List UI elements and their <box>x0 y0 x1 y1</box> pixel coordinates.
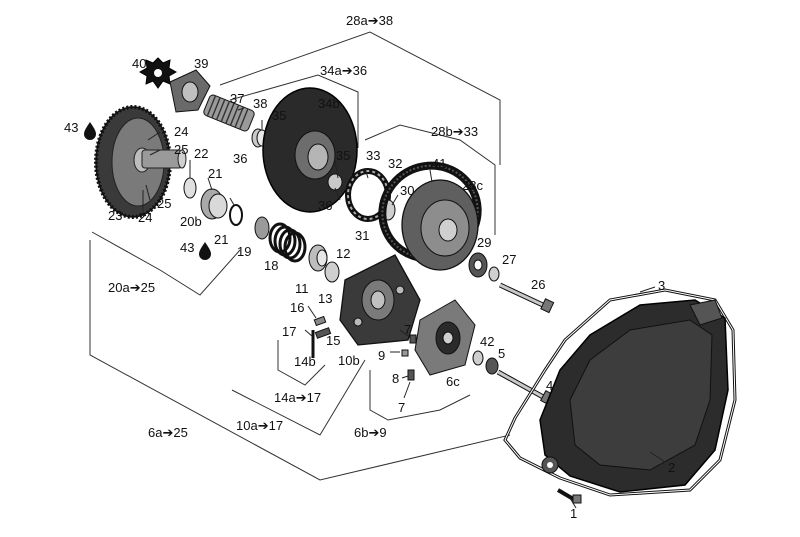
callout-35a: 35 <box>272 108 286 123</box>
bushing-27 <box>488 266 500 282</box>
callout-39: 39 <box>194 56 208 71</box>
callout-34b: 34b <box>318 96 340 111</box>
callout-10b: 10b <box>338 353 360 368</box>
washer-42 <box>472 350 484 366</box>
grease-drop-icon <box>84 122 96 140</box>
bracket-20a <box>91 231 241 296</box>
callout-21b: 21 <box>214 232 228 247</box>
spring-18 <box>268 222 307 263</box>
callout-7b: 7 <box>398 400 405 415</box>
callout-18: 18 <box>264 258 278 273</box>
bushing-20b <box>200 188 228 220</box>
callout-41: 41 <box>432 156 446 171</box>
bracket-28a <box>219 31 501 165</box>
grease-drop-icon <box>199 242 211 260</box>
callout-42: 42 <box>480 334 494 349</box>
callout-10a: 10a➔17 <box>236 418 283 433</box>
roller-pins <box>311 315 332 358</box>
callout-14b: 14b <box>294 354 316 369</box>
callout-13: 13 <box>318 291 332 306</box>
callout-14a: 14a➔17 <box>274 390 321 405</box>
callout-26: 26 <box>531 277 545 292</box>
callout-43a: 43 <box>64 120 78 135</box>
washer-22 <box>183 177 197 199</box>
cover-gasket-3 <box>503 288 737 497</box>
callout-40: 40 <box>132 56 146 71</box>
callout-16: 16 <box>290 300 304 315</box>
parts <box>84 57 737 504</box>
callout-17: 17 <box>282 324 296 339</box>
callout-9: 9 <box>378 348 385 363</box>
bracket-6a <box>89 240 511 481</box>
callout-3: 3 <box>658 278 665 293</box>
callout-6b: 6b➔9 <box>354 425 387 440</box>
callout-15: 15 <box>326 333 340 348</box>
pins-7-8-9 <box>401 334 417 381</box>
clutch-cover-2 <box>539 299 729 493</box>
callout-35b: 35 <box>336 148 350 163</box>
driven-pulley-28c <box>401 179 479 271</box>
leader-lines <box>142 107 666 509</box>
washer-21 <box>229 204 243 226</box>
starter-gear <box>138 57 178 89</box>
callout-2: 2 <box>668 460 675 475</box>
callout-28b: 28b➔33 <box>431 124 478 139</box>
callout-23: 23 <box>108 208 122 223</box>
callout-29: 29 <box>477 235 491 250</box>
callout-12: 12 <box>336 246 350 261</box>
callout-25a: 25 <box>174 142 188 157</box>
callout-32: 32 <box>388 156 402 171</box>
bracket-34a <box>229 74 359 148</box>
callout-31: 31 <box>355 228 369 243</box>
bracket-6b <box>369 370 471 421</box>
callout-7a: 7 <box>404 322 411 337</box>
callout-27: 27 <box>502 252 516 267</box>
bracket-28b <box>364 124 496 235</box>
washer-19 <box>254 216 270 240</box>
callout-34a: 34a➔36 <box>320 63 367 78</box>
callout-6a: 6a➔25 <box>148 425 188 440</box>
callout-19: 19 <box>237 244 251 259</box>
callout-43b: 43 <box>180 240 194 255</box>
bushing-13 <box>324 261 340 283</box>
callout-1: 1 <box>570 506 577 521</box>
threaded-shaft <box>203 94 255 132</box>
callout-22: 22 <box>194 146 208 161</box>
callout-24b: 24 <box>138 210 152 225</box>
callout-4: 4 <box>546 378 553 393</box>
washer-29 <box>468 252 488 278</box>
callout-37: 37 <box>230 91 244 106</box>
drive-pulley-fixed-half <box>94 105 187 219</box>
callout-5: 5 <box>498 346 505 361</box>
bolt-26 <box>498 282 555 314</box>
callout-28c: 28c <box>462 178 483 193</box>
callout-38: 38 <box>253 96 267 111</box>
callout-20a: 20a➔25 <box>108 280 155 295</box>
callout-36b: 36 <box>318 198 332 213</box>
sliding-half-34b <box>262 87 358 213</box>
group-bracket-lines <box>89 31 511 481</box>
callout-36a: 36 <box>233 151 247 166</box>
callout-28a: 28a➔38 <box>346 13 393 28</box>
callout-labels: 28a➔38 40 39 34a➔36 37 38 35 34b 28b➔33 … <box>64 13 675 521</box>
callout-6c: 6c <box>446 374 460 389</box>
spider-6c <box>414 299 476 376</box>
callout-24a: 24 <box>174 124 188 139</box>
callout-33: 33 <box>366 148 380 163</box>
governor-cup <box>169 69 211 113</box>
callout-8: 8 <box>392 371 399 386</box>
callout-11: 11 <box>295 281 309 296</box>
callout-25b: 25 <box>157 196 171 211</box>
bushing-11 <box>308 244 328 272</box>
screw-1 <box>556 488 582 504</box>
drive-pulley-sliding-half-10b <box>339 254 421 346</box>
callout-30: 30 <box>400 183 414 198</box>
callout-21a: 21 <box>208 166 222 181</box>
callout-20b: 20b <box>180 214 202 229</box>
bracket-10a <box>231 359 366 436</box>
washer-5 <box>485 357 499 375</box>
bracket-14a <box>277 340 326 386</box>
